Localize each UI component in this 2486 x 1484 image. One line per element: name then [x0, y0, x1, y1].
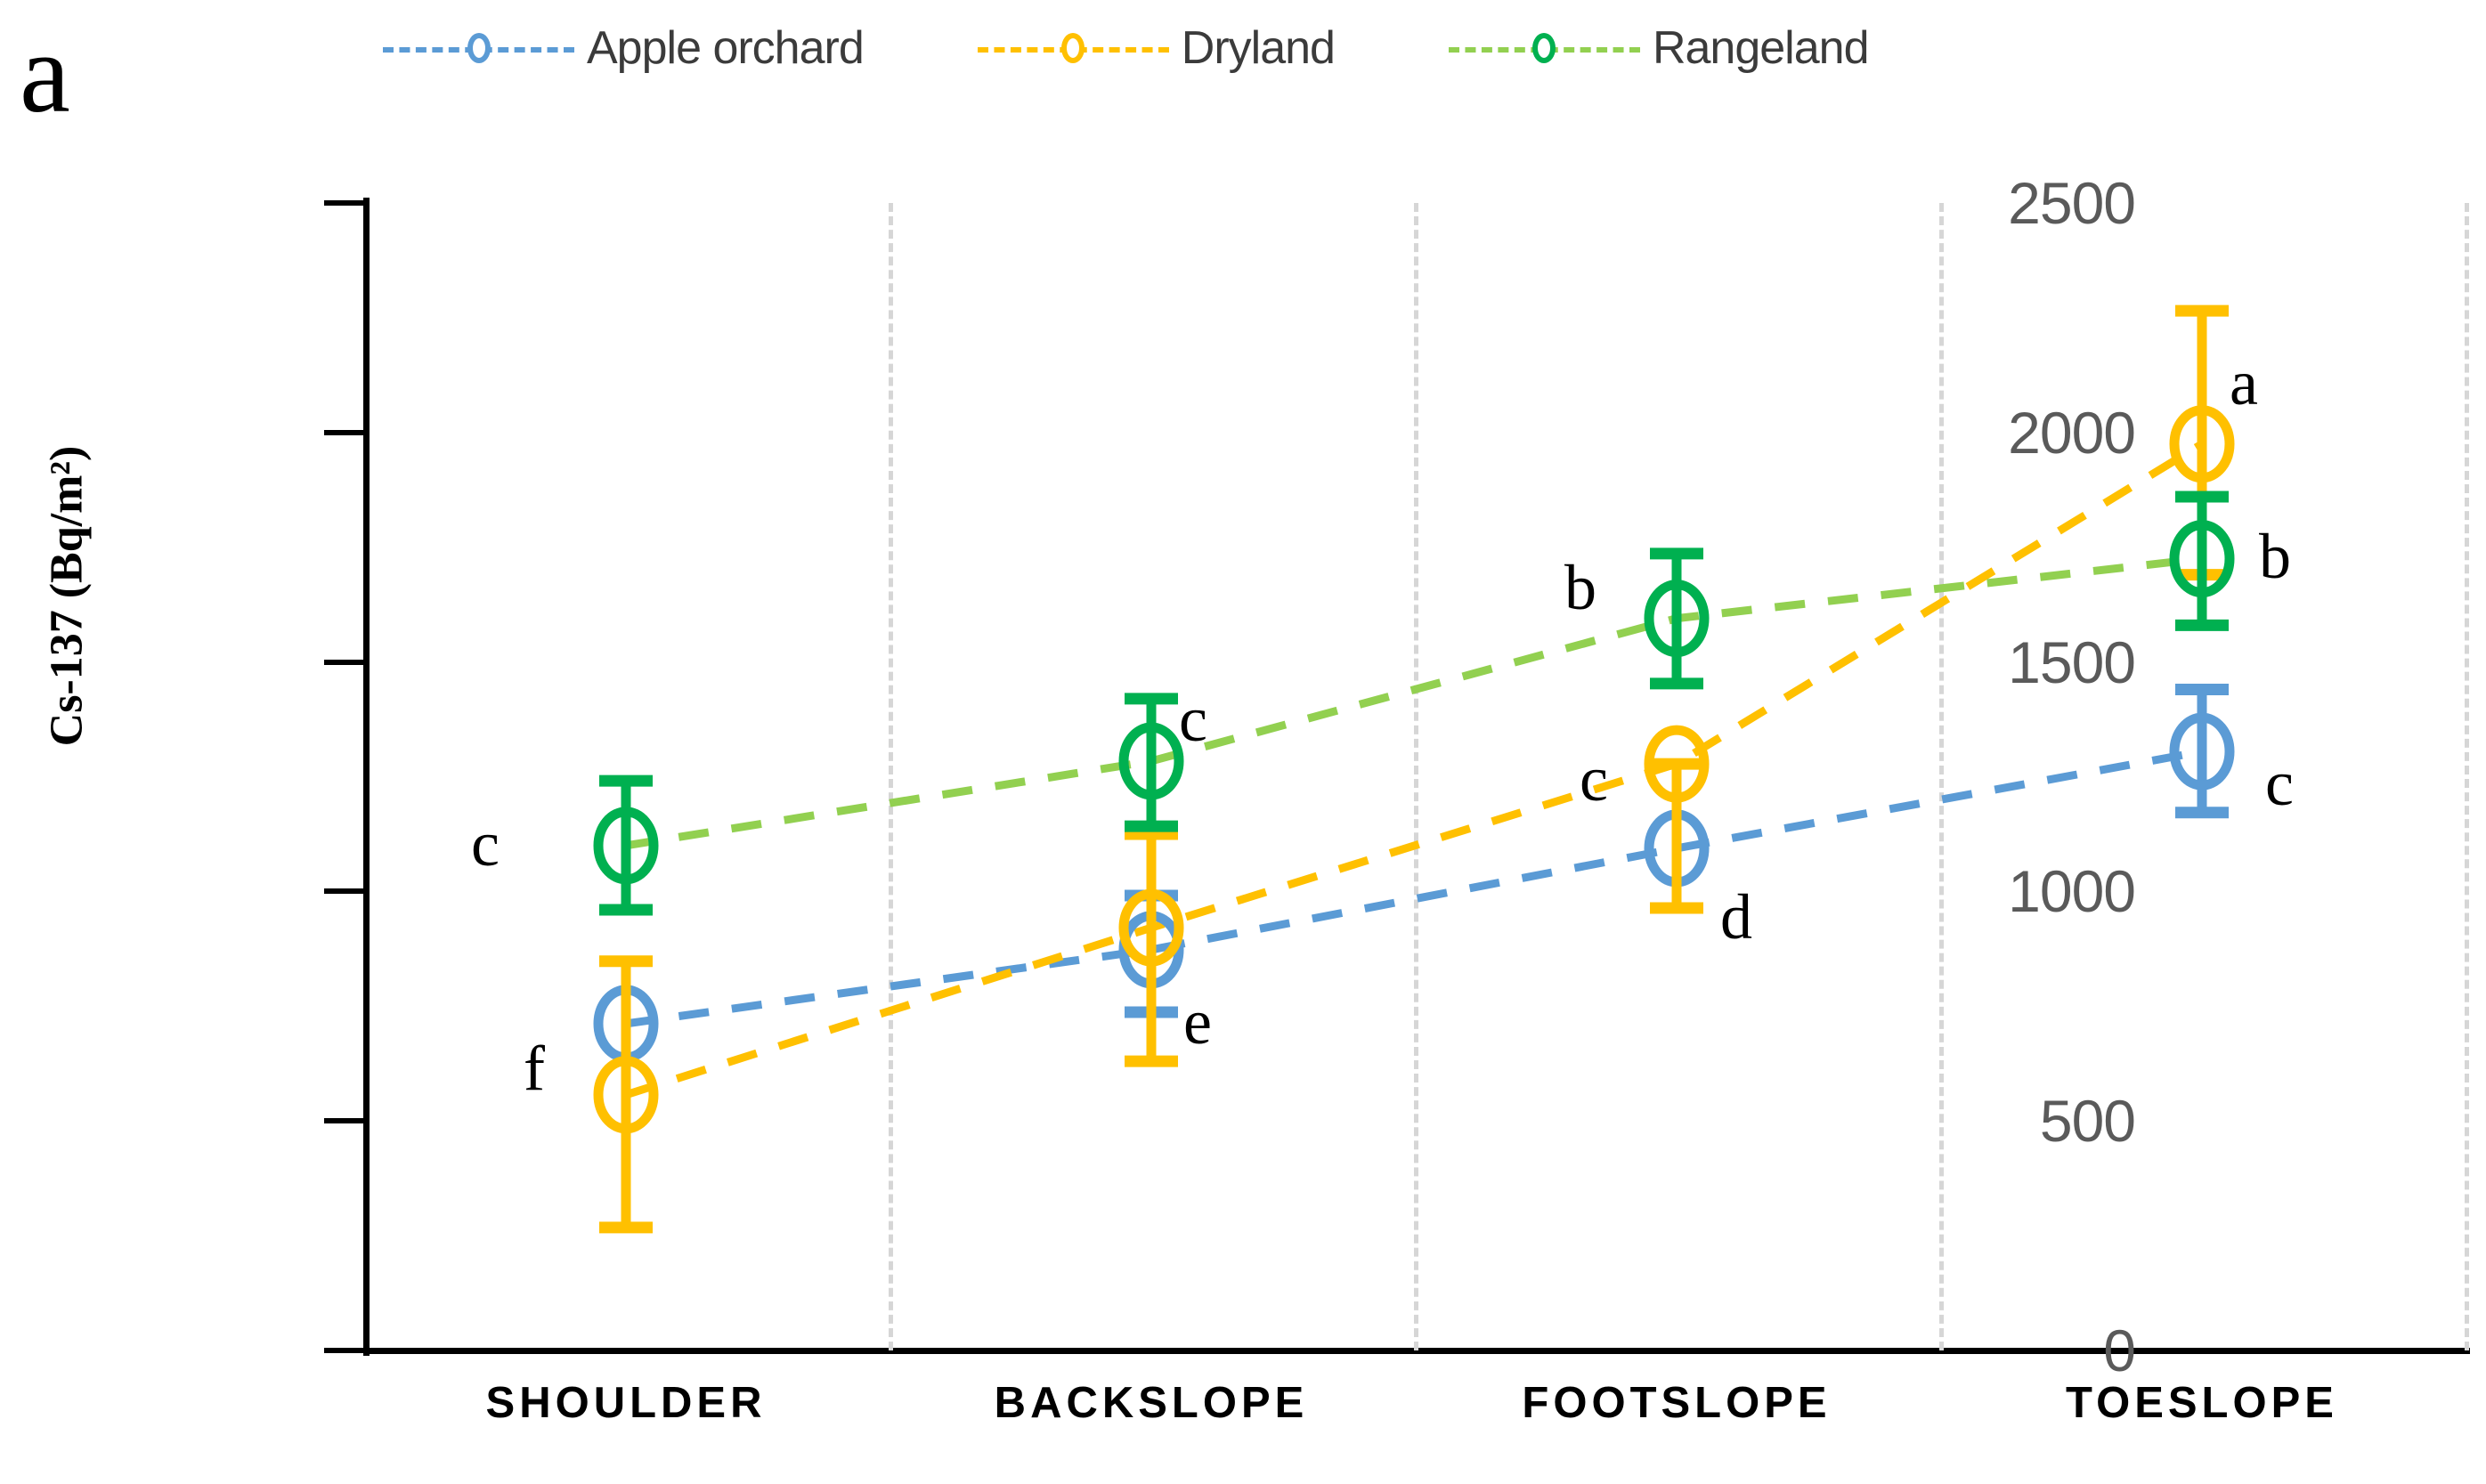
- y-axis-tick-label: 0: [2103, 1318, 2136, 1383]
- data-point-apple-orchard-toeslope: [2169, 684, 2235, 819]
- open-circle-marker-icon: [467, 33, 491, 63]
- series-line-dryland: [624, 440, 2205, 1099]
- legend-swatch-dryland: [977, 28, 1169, 68]
- legend-item-apple-orchard[interactable]: Apple orchard: [383, 21, 865, 75]
- significance-letter: b: [2259, 521, 2291, 592]
- category-separator-gridline: [889, 203, 893, 1350]
- open-circle-marker-icon[interactable]: [593, 1056, 659, 1134]
- legend-swatch-apple-orchard: [383, 28, 574, 68]
- series-layer: [593, 304, 2235, 1234]
- y-axis-line: [363, 198, 370, 1356]
- data-point-dryland-shoulder: [593, 955, 659, 1234]
- y-axis-title: Cs-137 (Bq/m²): [41, 445, 93, 747]
- legend-item-dryland[interactable]: Dryland: [977, 21, 1336, 75]
- open-circle-marker-icon: [1061, 33, 1085, 63]
- significance-letter: c: [2265, 748, 2294, 819]
- significance-letter: d: [1720, 881, 1752, 953]
- data-point-dryland-footslope: [1644, 725, 1710, 914]
- plot-area: 0 500 1000 1500 2000 2500: [324, 170, 2469, 1383]
- significance-letter: c: [1179, 684, 1207, 755]
- chart-legend: Apple orchard Dryland Rangeland: [383, 21, 1869, 75]
- y-axis-tick-label: 1500: [2008, 628, 2136, 695]
- x-axis-line: [363, 1348, 2470, 1354]
- y-axis-tick: [324, 1348, 363, 1353]
- x-axis-category-label: BACKSLOPE: [994, 1379, 1309, 1427]
- series-line-rangeland: [625, 555, 2203, 850]
- legend-swatch-rangeland: [1448, 28, 1640, 68]
- open-circle-marker-icon[interactable]: [1118, 888, 1184, 967]
- y-axis-tick-label: 2500: [2008, 170, 2136, 236]
- data-point-dryland-backslope: [1118, 828, 1184, 1067]
- category-separator-gridline: [1414, 203, 1418, 1350]
- open-circle-marker-icon[interactable]: [2169, 520, 2235, 598]
- y-axis-tick-label: 500: [2039, 1088, 2136, 1155]
- open-circle-marker-icon[interactable]: [1118, 722, 1184, 800]
- y-axis-tick: [324, 659, 363, 665]
- y-axis-tick: [324, 429, 363, 435]
- significance-letter: e: [1183, 986, 1212, 1058]
- y-axis-tick-label: 1000: [2008, 858, 2136, 925]
- open-circle-marker-icon[interactable]: [2169, 405, 2235, 483]
- y-axis-tick: [324, 1118, 363, 1124]
- significance-letter: b: [1564, 552, 1596, 623]
- data-point-rangeland-footslope: [1644, 547, 1710, 690]
- category-separator-gridline: [1939, 203, 1944, 1350]
- significance-letter: c: [471, 808, 500, 880]
- significance-letter: c: [1580, 743, 1608, 815]
- data-point-rangeland-shoulder: [593, 774, 659, 916]
- open-circle-marker-icon[interactable]: [2169, 712, 2235, 791]
- open-circle-marker-icon[interactable]: [1644, 580, 1710, 658]
- legend-label-apple-orchard: Apple orchard: [587, 22, 865, 74]
- category-separator-gridline: [2465, 203, 2469, 1350]
- open-circle-marker-icon[interactable]: [593, 807, 659, 885]
- legend-item-rangeland[interactable]: Rangeland: [1448, 21, 1870, 75]
- data-point-rangeland-backslope: [1118, 693, 1184, 832]
- significance-letter: f: [524, 1033, 545, 1104]
- legend-label-dryland: Dryland: [1181, 22, 1336, 74]
- y-axis-tick-label: 2000: [2008, 399, 2136, 466]
- x-axis-category-label: SHOULDER: [485, 1379, 767, 1427]
- legend-label-rangeland: Rangeland: [1652, 22, 1870, 74]
- significance-letter: a: [2230, 347, 2258, 418]
- x-axis-category-label: FOOTSLOPE: [1522, 1379, 1832, 1427]
- y-axis-tick: [324, 888, 363, 895]
- x-axis-category-label: TOESLOPE: [2066, 1379, 2338, 1427]
- open-circle-marker-icon[interactable]: [1644, 725, 1710, 803]
- open-circle-marker-icon: [1532, 33, 1556, 63]
- series-line-apple-orchard: [625, 747, 2203, 1028]
- panel-letter: a: [20, 10, 70, 136]
- data-point-rangeland-toeslope: [2169, 491, 2235, 631]
- y-axis-tick: [324, 200, 363, 206]
